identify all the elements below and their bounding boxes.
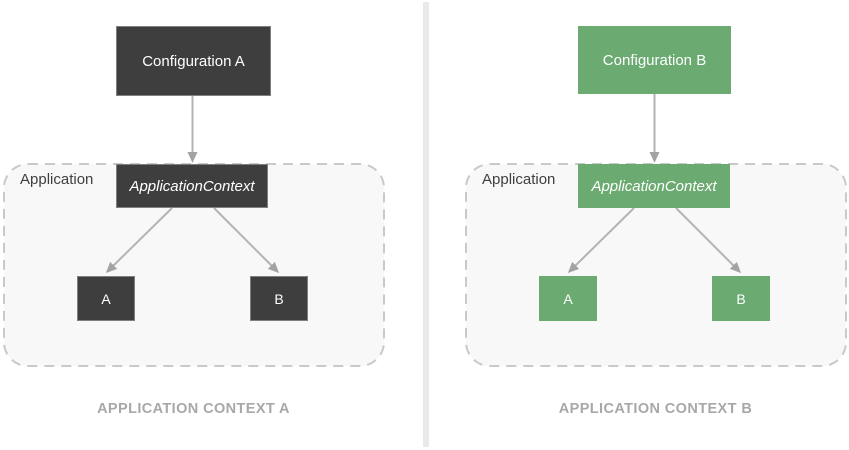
configuration-label: Configuration A <box>142 52 245 70</box>
bean-box-a: A <box>77 276 135 321</box>
bean-a-label: A <box>101 290 111 307</box>
bean-box-b: B <box>712 276 770 321</box>
application-boundary-label: Application <box>482 171 556 188</box>
arrow-context-to-bean-a <box>567 207 635 274</box>
panel-application-context-b: Configuration B Application ApplicationC… <box>462 0 849 450</box>
bean-b-label: B <box>736 290 746 307</box>
application-context-box: ApplicationContext <box>116 164 268 208</box>
panel-caption: APPLICATION CONTEXT A <box>97 401 290 417</box>
bean-box-a: A <box>539 276 597 321</box>
configuration-label: Configuration B <box>602 51 707 69</box>
application-context-label: ApplicationContext <box>591 177 717 195</box>
application-boundary-label: Application <box>20 171 94 188</box>
application-context-box: ApplicationContext <box>578 164 730 208</box>
panel-caption: APPLICATION CONTEXT B <box>558 401 753 417</box>
configuration-box: Configuration B <box>578 26 731 94</box>
bean-box-b: B <box>250 276 308 321</box>
bean-a-label: A <box>563 290 573 307</box>
arrow-context-to-bean-a <box>105 207 173 274</box>
bean-b-label: B <box>274 290 284 307</box>
panel-application-context-a: Configuration A Application ApplicationC… <box>0 0 387 450</box>
vertical-divider <box>423 2 429 447</box>
arrow-context-to-bean-b <box>213 207 280 274</box>
arrow-context-to-bean-b <box>675 207 742 274</box>
application-context-label: ApplicationContext <box>129 177 255 195</box>
configuration-box: Configuration A <box>116 26 271 96</box>
